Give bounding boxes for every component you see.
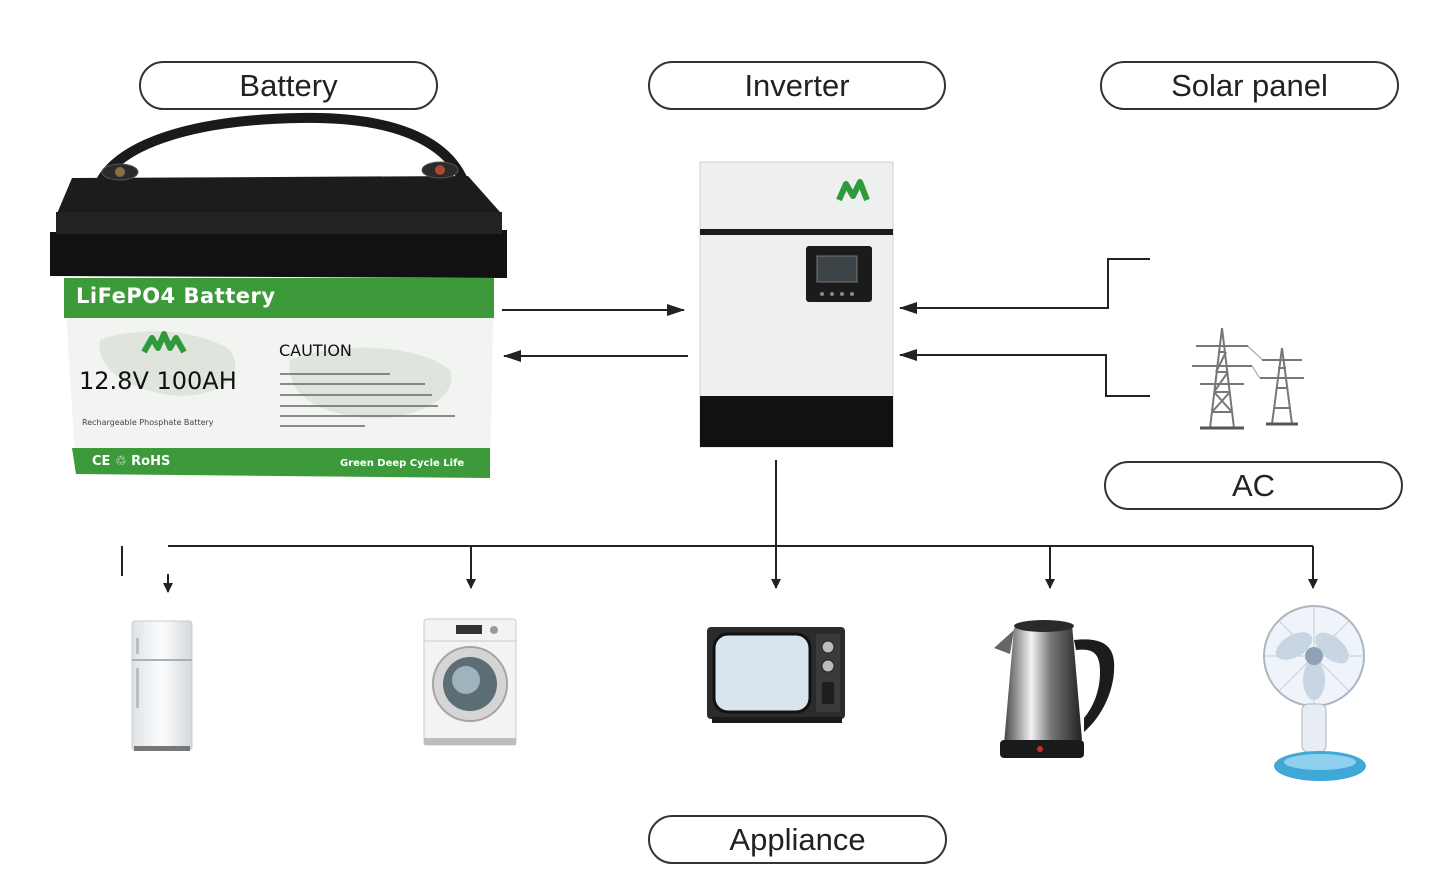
- connector-lines: [121, 258, 1318, 593]
- battery-subtitle: Rechargeable Phosphate Battery: [82, 418, 214, 427]
- tv-icon: [707, 627, 845, 723]
- battery-caution: CAUTION: [279, 341, 352, 360]
- battery-footer: Green Deep Cycle Life: [340, 458, 465, 469]
- battery-image: [50, 112, 507, 478]
- battery-label: Battery: [139, 61, 438, 110]
- washing-machine-icon: [423, 618, 517, 746]
- kettle-icon: [994, 620, 1115, 758]
- ac-label: AC: [1104, 461, 1403, 510]
- solar-panel-label: Solar panel: [1100, 61, 1399, 110]
- battery-certs: CE ♲ RoHS: [92, 454, 171, 469]
- inverter-image: [699, 161, 894, 448]
- power-tower-icon: [1192, 327, 1304, 430]
- fan-icon: [1263, 605, 1366, 781]
- battery-rating: 12.8V 100AH: [79, 367, 237, 395]
- inverter-label: Inverter: [648, 61, 946, 110]
- battery-title: LiFePO4 Battery: [76, 284, 276, 308]
- appliance-label: Appliance: [648, 815, 947, 864]
- refrigerator-icon: [131, 620, 193, 751]
